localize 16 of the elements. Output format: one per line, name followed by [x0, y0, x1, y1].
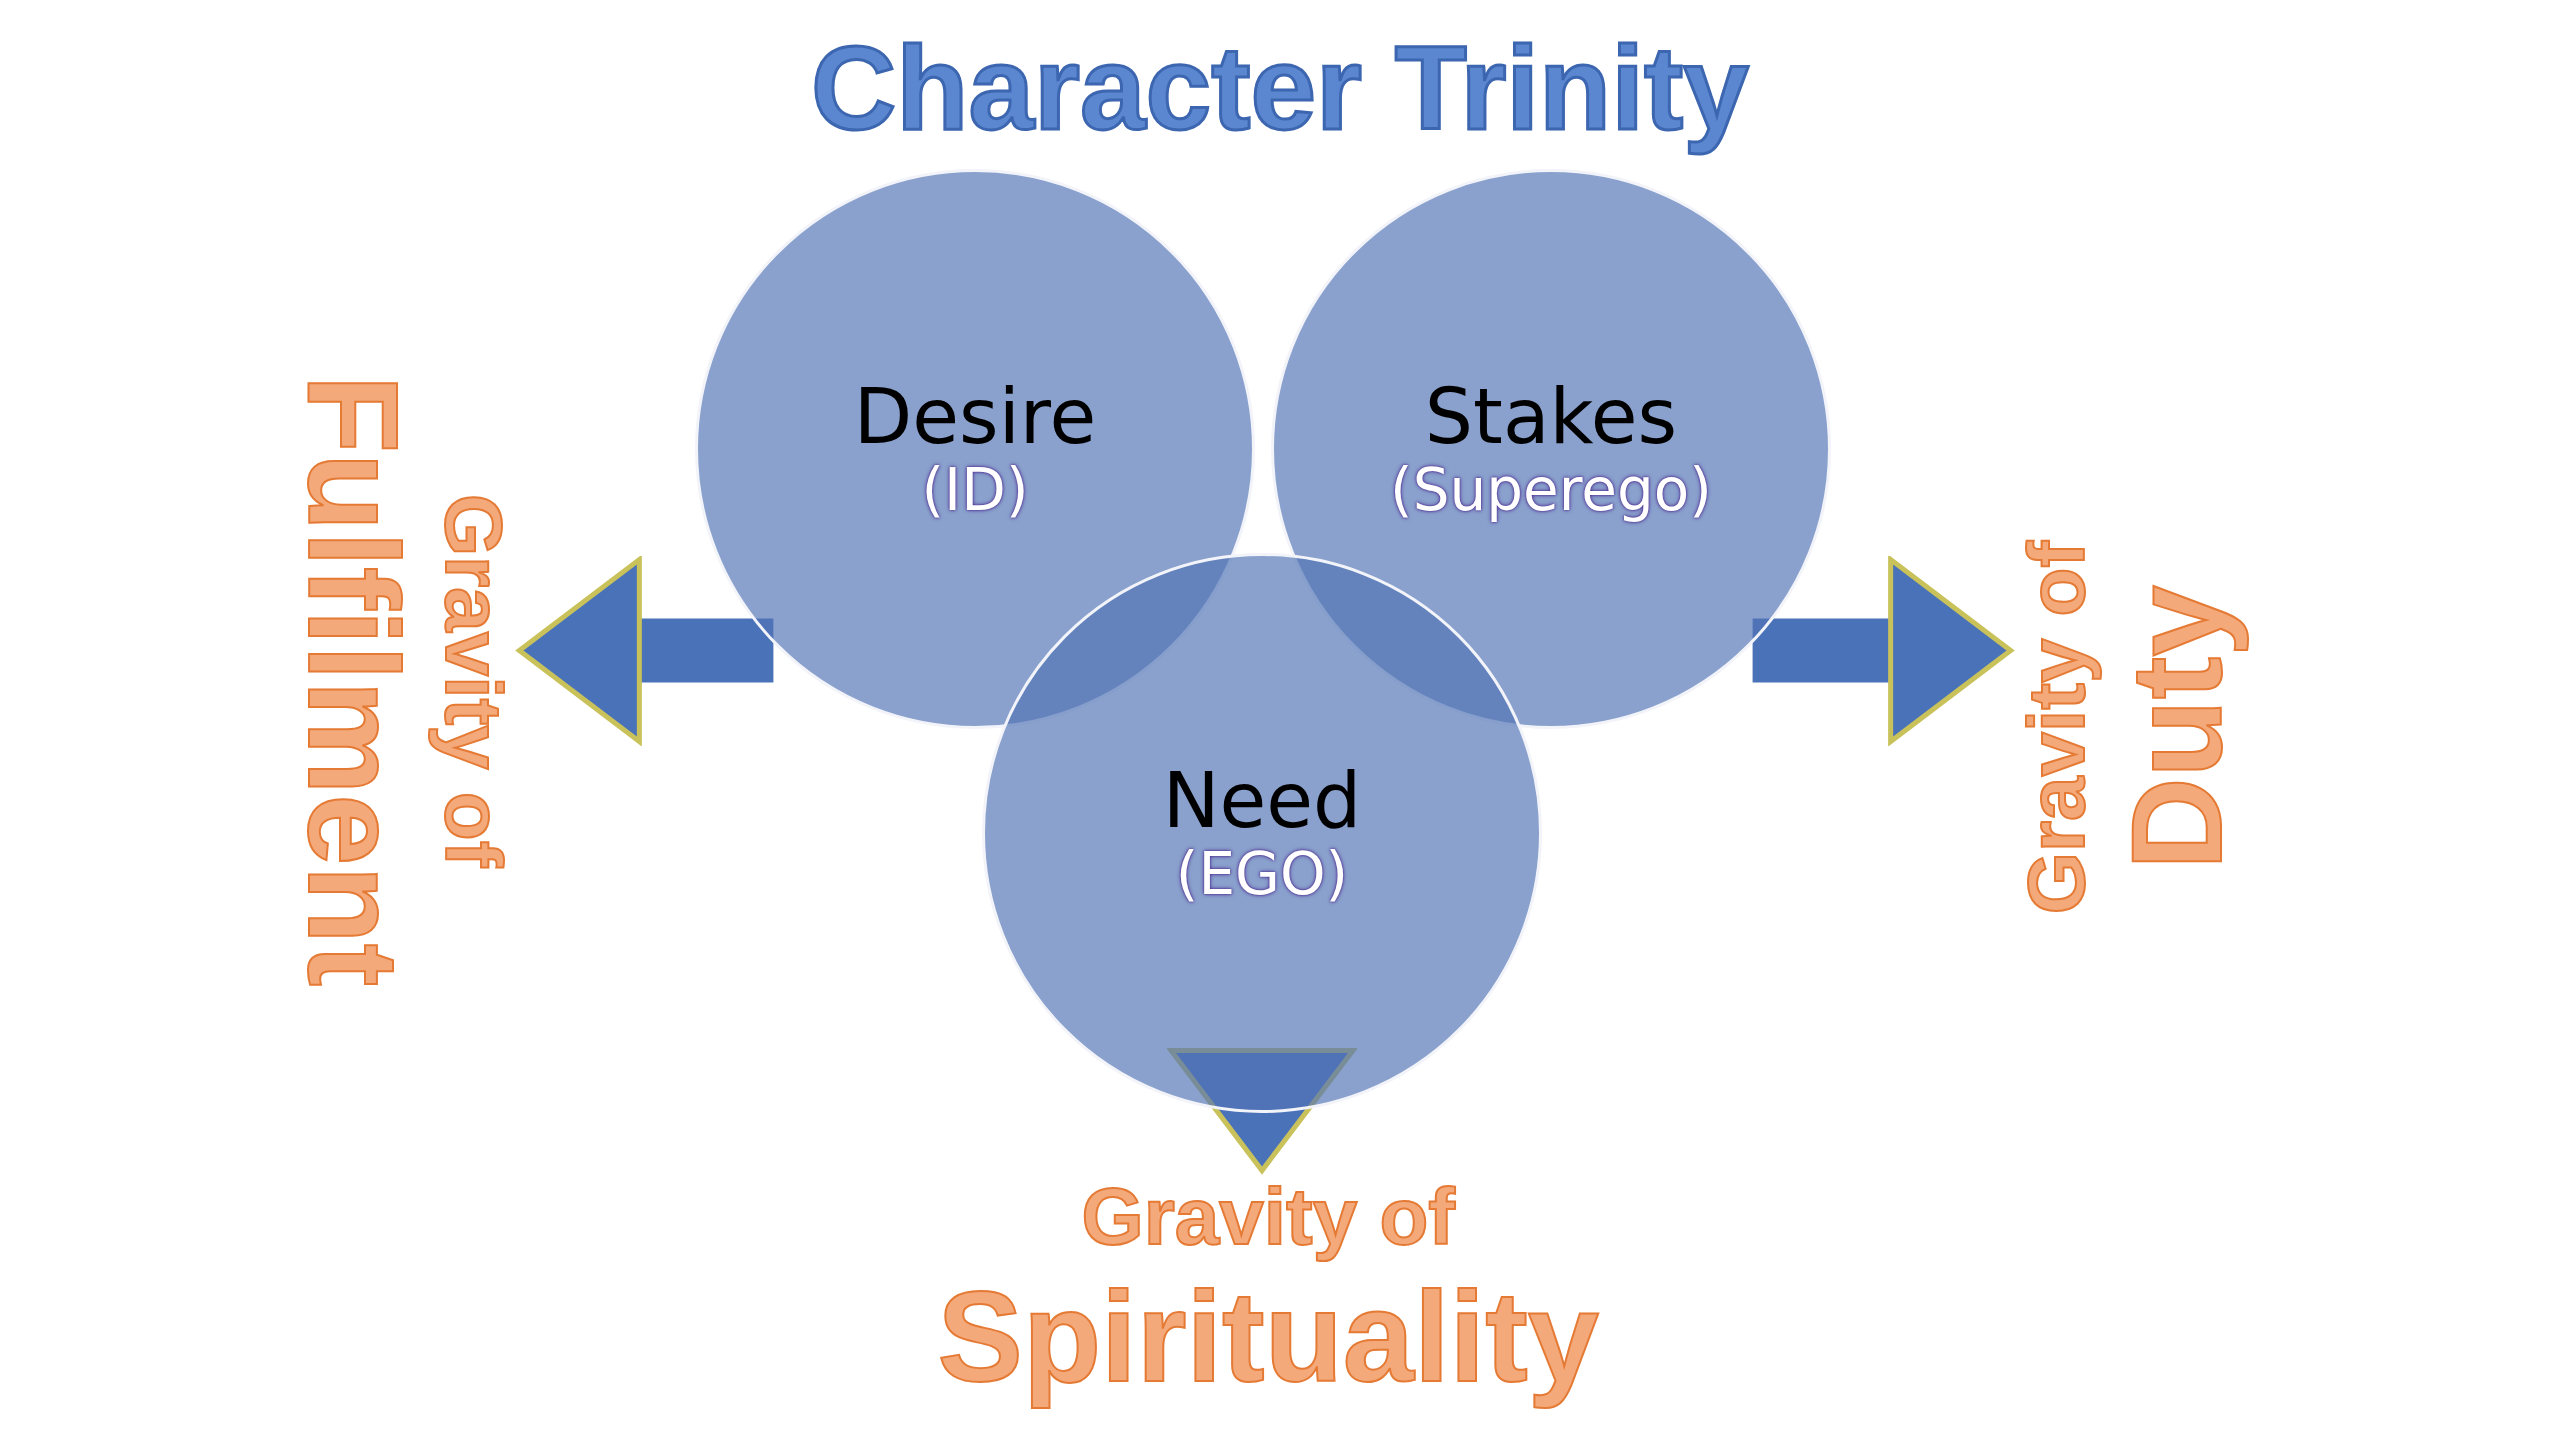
- gravity-caption: Gravity of: [1081, 1170, 1455, 1263]
- block-arrow: [1168, 1048, 1356, 1173]
- circle-sublabel: (ID): [921, 458, 1029, 523]
- circle-label: Desire: [853, 375, 1097, 459]
- gravity-heading: Duty: [2103, 584, 2249, 870]
- block-arrow: [1752, 557, 2014, 745]
- circle-sublabel: (Superego): [1390, 458, 1712, 523]
- block-arrow: [516, 557, 774, 745]
- gravity-caption: Gravity of: [2010, 540, 2102, 914]
- gravity-caption: Gravity of: [428, 493, 520, 867]
- circle-label: Stakes: [1424, 375, 1678, 459]
- diagram-title: Character Trinity: [811, 22, 1749, 154]
- gravity-heading: Spirituality: [937, 1263, 1599, 1410]
- circle-label: Need: [1162, 759, 1362, 843]
- circle-sublabel: (EGO): [1175, 842, 1349, 907]
- gravity-heading: Fulfilment: [281, 374, 427, 986]
